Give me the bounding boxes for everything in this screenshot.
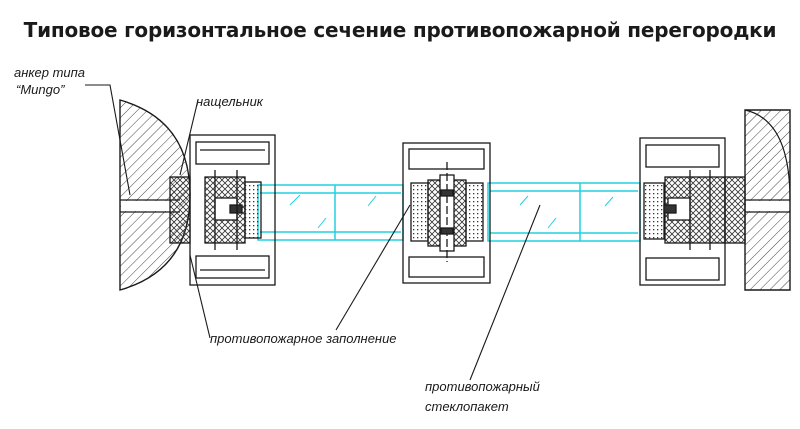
label-anchor-line2: “Mungo” [16,82,65,97]
middle-frame-profile [402,142,491,284]
left-frame-profile [169,134,276,286]
label-anchor-line1: анкер типа [14,65,86,80]
label-fire-filling: противопожарное заполнение [210,331,397,346]
diagram-title: Типовое горизонтальное сечение противопо… [23,18,777,42]
label-casing: нащельник [196,94,263,109]
label-glass-line2: стеклопакет [425,399,509,414]
label-glass-line1: противопожарный [425,379,540,394]
right-frame-profile [639,137,746,286]
leader-lines [85,84,541,381]
glass-unit-right [487,182,641,242]
right-wall [744,109,791,291]
glass-unit-left [257,184,404,241]
